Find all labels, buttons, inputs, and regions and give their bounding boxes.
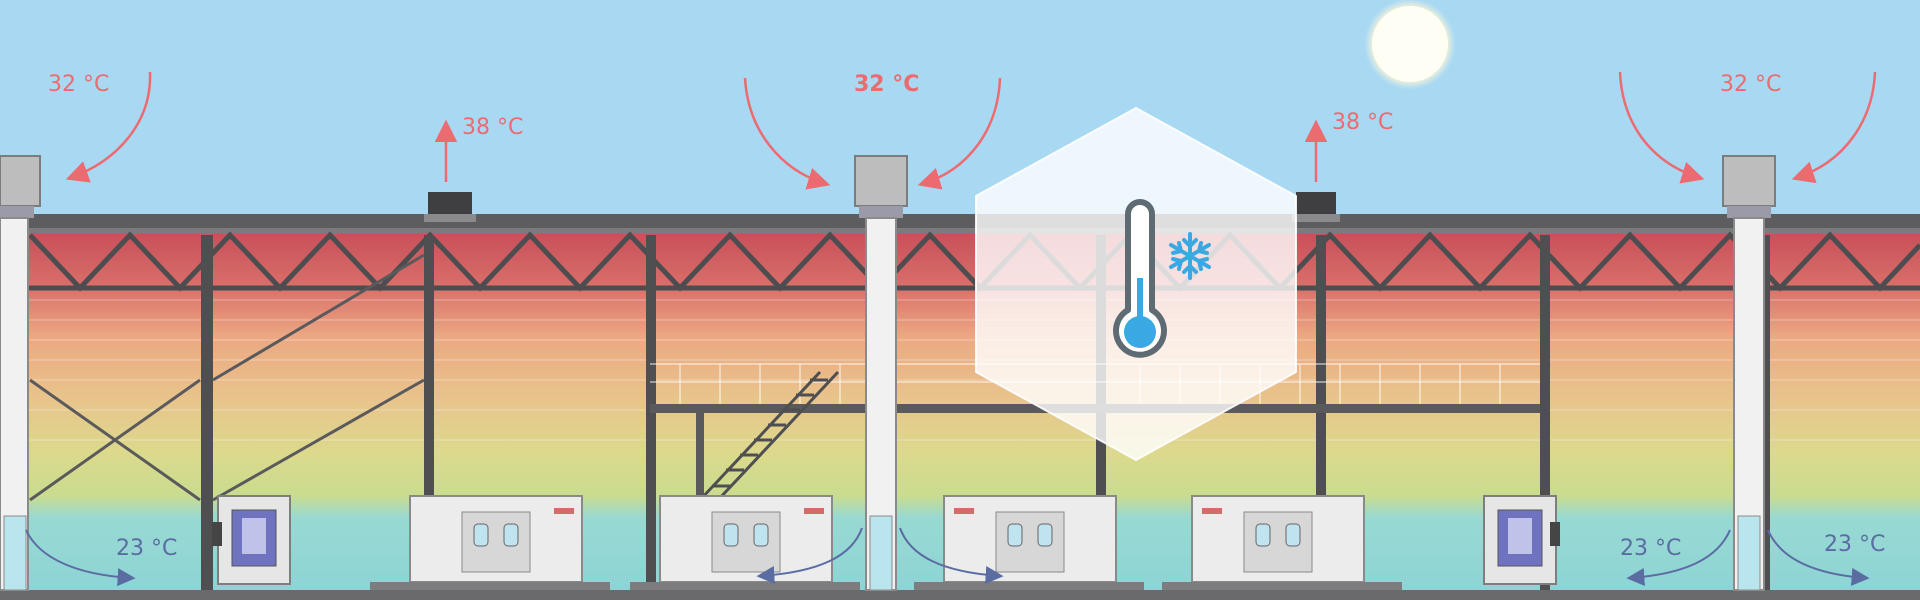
floor-temp-left: 23 °C [116,536,178,561]
floor-temp-right-b: 23 °C [1824,532,1886,557]
cnc-machine [630,495,860,590]
roof [0,214,1920,234]
outside-temp-left: 32 °C [48,72,110,97]
exhaust-temp-right: 38 °C [1332,110,1394,135]
supply-duct-center [854,155,908,591]
cnc-machine [1162,495,1402,590]
outside-temp-right: 32 °C [1720,72,1782,97]
thermometer-snowflake-icon [1113,199,1211,358]
outside-temp-center: 32 °C [854,72,920,97]
exhaust-unit-right [1292,192,1340,222]
supply-duct-right [1722,155,1776,591]
milling-unit [1483,495,1560,585]
staircase [698,370,840,502]
milling-unit [212,495,291,585]
supply-duct-left [0,155,41,591]
cnc-machine [914,495,1144,590]
exhaust-temp-left: 38 °C [462,115,524,140]
exhaust-arrows [434,119,1328,182]
exhaust-unit-left [424,192,476,222]
hot-air-arrows [65,71,1877,190]
cool-air-arrows [25,527,1870,587]
floor [0,590,1920,600]
floor-temp-right-a: 23 °C [1620,536,1682,561]
cnc-machine [370,495,610,590]
wall-bracing [29,253,425,502]
